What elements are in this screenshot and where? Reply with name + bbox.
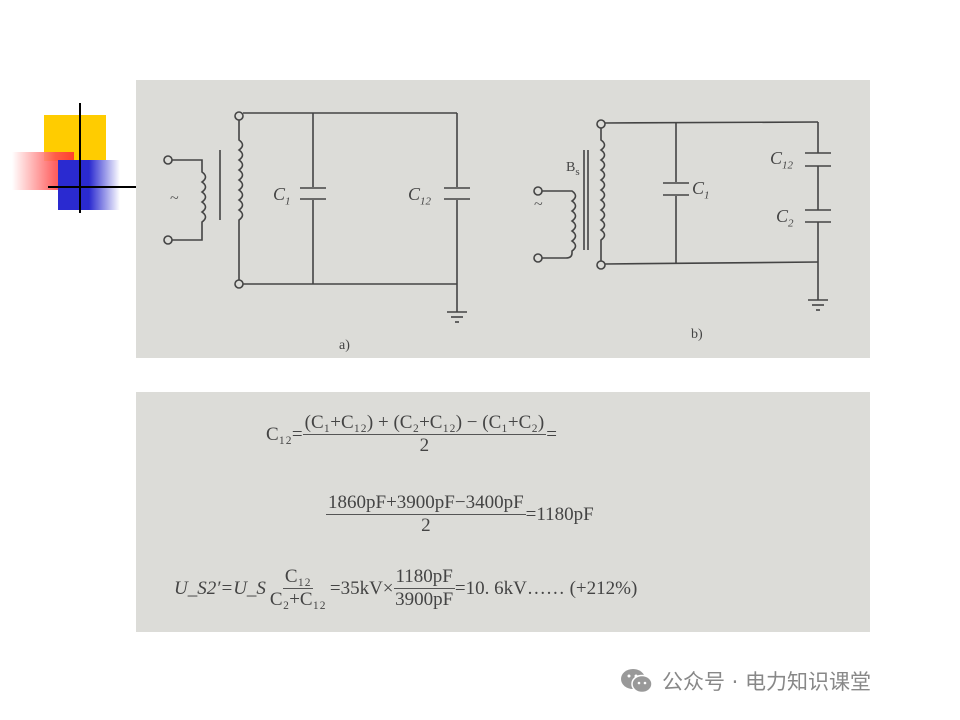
formula-1-lhs: C₁₂= (266, 423, 303, 445)
bs-sub: s (575, 165, 580, 178)
formula-3-fraction-1: C₁₂ C₂+C₁₂ (270, 566, 326, 611)
formula-1-numerator: (C₁+C₁₂) + (C₂+C₁₂) − (C₁+C₂) (302, 412, 547, 435)
wechat-icon (621, 669, 653, 694)
c2-sub: 2 (788, 217, 794, 230)
formula-3-fraction-2: 1180pF 3900pF (393, 566, 455, 611)
label-c2-b: C2 (776, 206, 794, 230)
source-symbol-b: ~ (534, 196, 543, 213)
c1-text: C (692, 178, 705, 198)
c12-text: C (408, 184, 421, 204)
formula-2-fraction: 1860pF+3900pF−3400pF 2 (326, 492, 526, 537)
formula-1-denominator: 2 (419, 435, 430, 456)
label-a: a) (339, 338, 350, 353)
formula-line-3: U_S2′=U_S C₁₂ C₂+C₁₂ =35kV× 1180pF 3900p… (174, 566, 637, 611)
formula-2-denominator: 2 (421, 515, 431, 536)
source-symbol-a: ~ (170, 190, 179, 207)
formula-3-lhs: U_S2′=U_S (174, 577, 266, 599)
formula-3-mid: =35kV× (329, 577, 394, 599)
c2-text: C (776, 206, 789, 226)
formula-3-frac2-numerator: 1180pF (393, 566, 455, 589)
label-c12-b: C12 (770, 148, 793, 172)
formula-image: C₁₂= (C₁+C₁₂) + (C₂+C₁₂) − (C₁+C₂) 2 = 1… (136, 392, 870, 632)
formula-3-result: =10. 6kV…… (+212%) (454, 577, 638, 599)
formula-3-frac1-denominator: C₂+C₁₂ (269, 589, 326, 610)
c1-sub: 1 (285, 195, 291, 208)
formula-2-numerator: 1860pF+3900pF−3400pF (326, 492, 526, 515)
formula-line-1: C₁₂= (C₁+C₁₂) + (C₂+C₁₂) − (C₁+C₂) 2 = (266, 412, 557, 457)
formula-2-result: =1180pF (525, 503, 594, 525)
c1-sub: 1 (704, 189, 710, 202)
formula-3-frac1-numerator: C₁₂ (282, 566, 313, 589)
circuit-a (163, 111, 470, 323)
circuit-diagrams-image: ~ C1 C12 a) ~ Bs C1 C12 C2 b) (136, 80, 870, 358)
circuit-b (533, 119, 831, 311)
label-c1-a: C1 (273, 184, 291, 208)
label-c1-b: C1 (692, 178, 710, 202)
label-c12-a: C12 (408, 184, 431, 208)
formula-1-fraction: (C₁+C₁₂) + (C₂+C₁₂) − (C₁+C₂) 2 (302, 412, 547, 457)
watermark-text: 公众号 · 电力知识课堂 (662, 670, 872, 694)
formula-3-frac2-denominator: 3900pF (395, 589, 454, 610)
c1-text: C (273, 184, 286, 204)
label-b: b) (691, 327, 703, 342)
bs-text: B (566, 160, 576, 175)
c12-text: C (770, 148, 783, 168)
label-bs: Bs (566, 160, 580, 178)
c12-sub: 12 (420, 195, 432, 208)
watermark: 公众号 · 电力知识课堂 (620, 666, 871, 696)
formula-1-tail: = (546, 423, 557, 445)
c12-sub: 12 (782, 159, 794, 172)
slide-logo (0, 100, 140, 220)
formula-line-2: 1860pF+3900pF−3400pF 2 =1180pF (326, 492, 594, 537)
